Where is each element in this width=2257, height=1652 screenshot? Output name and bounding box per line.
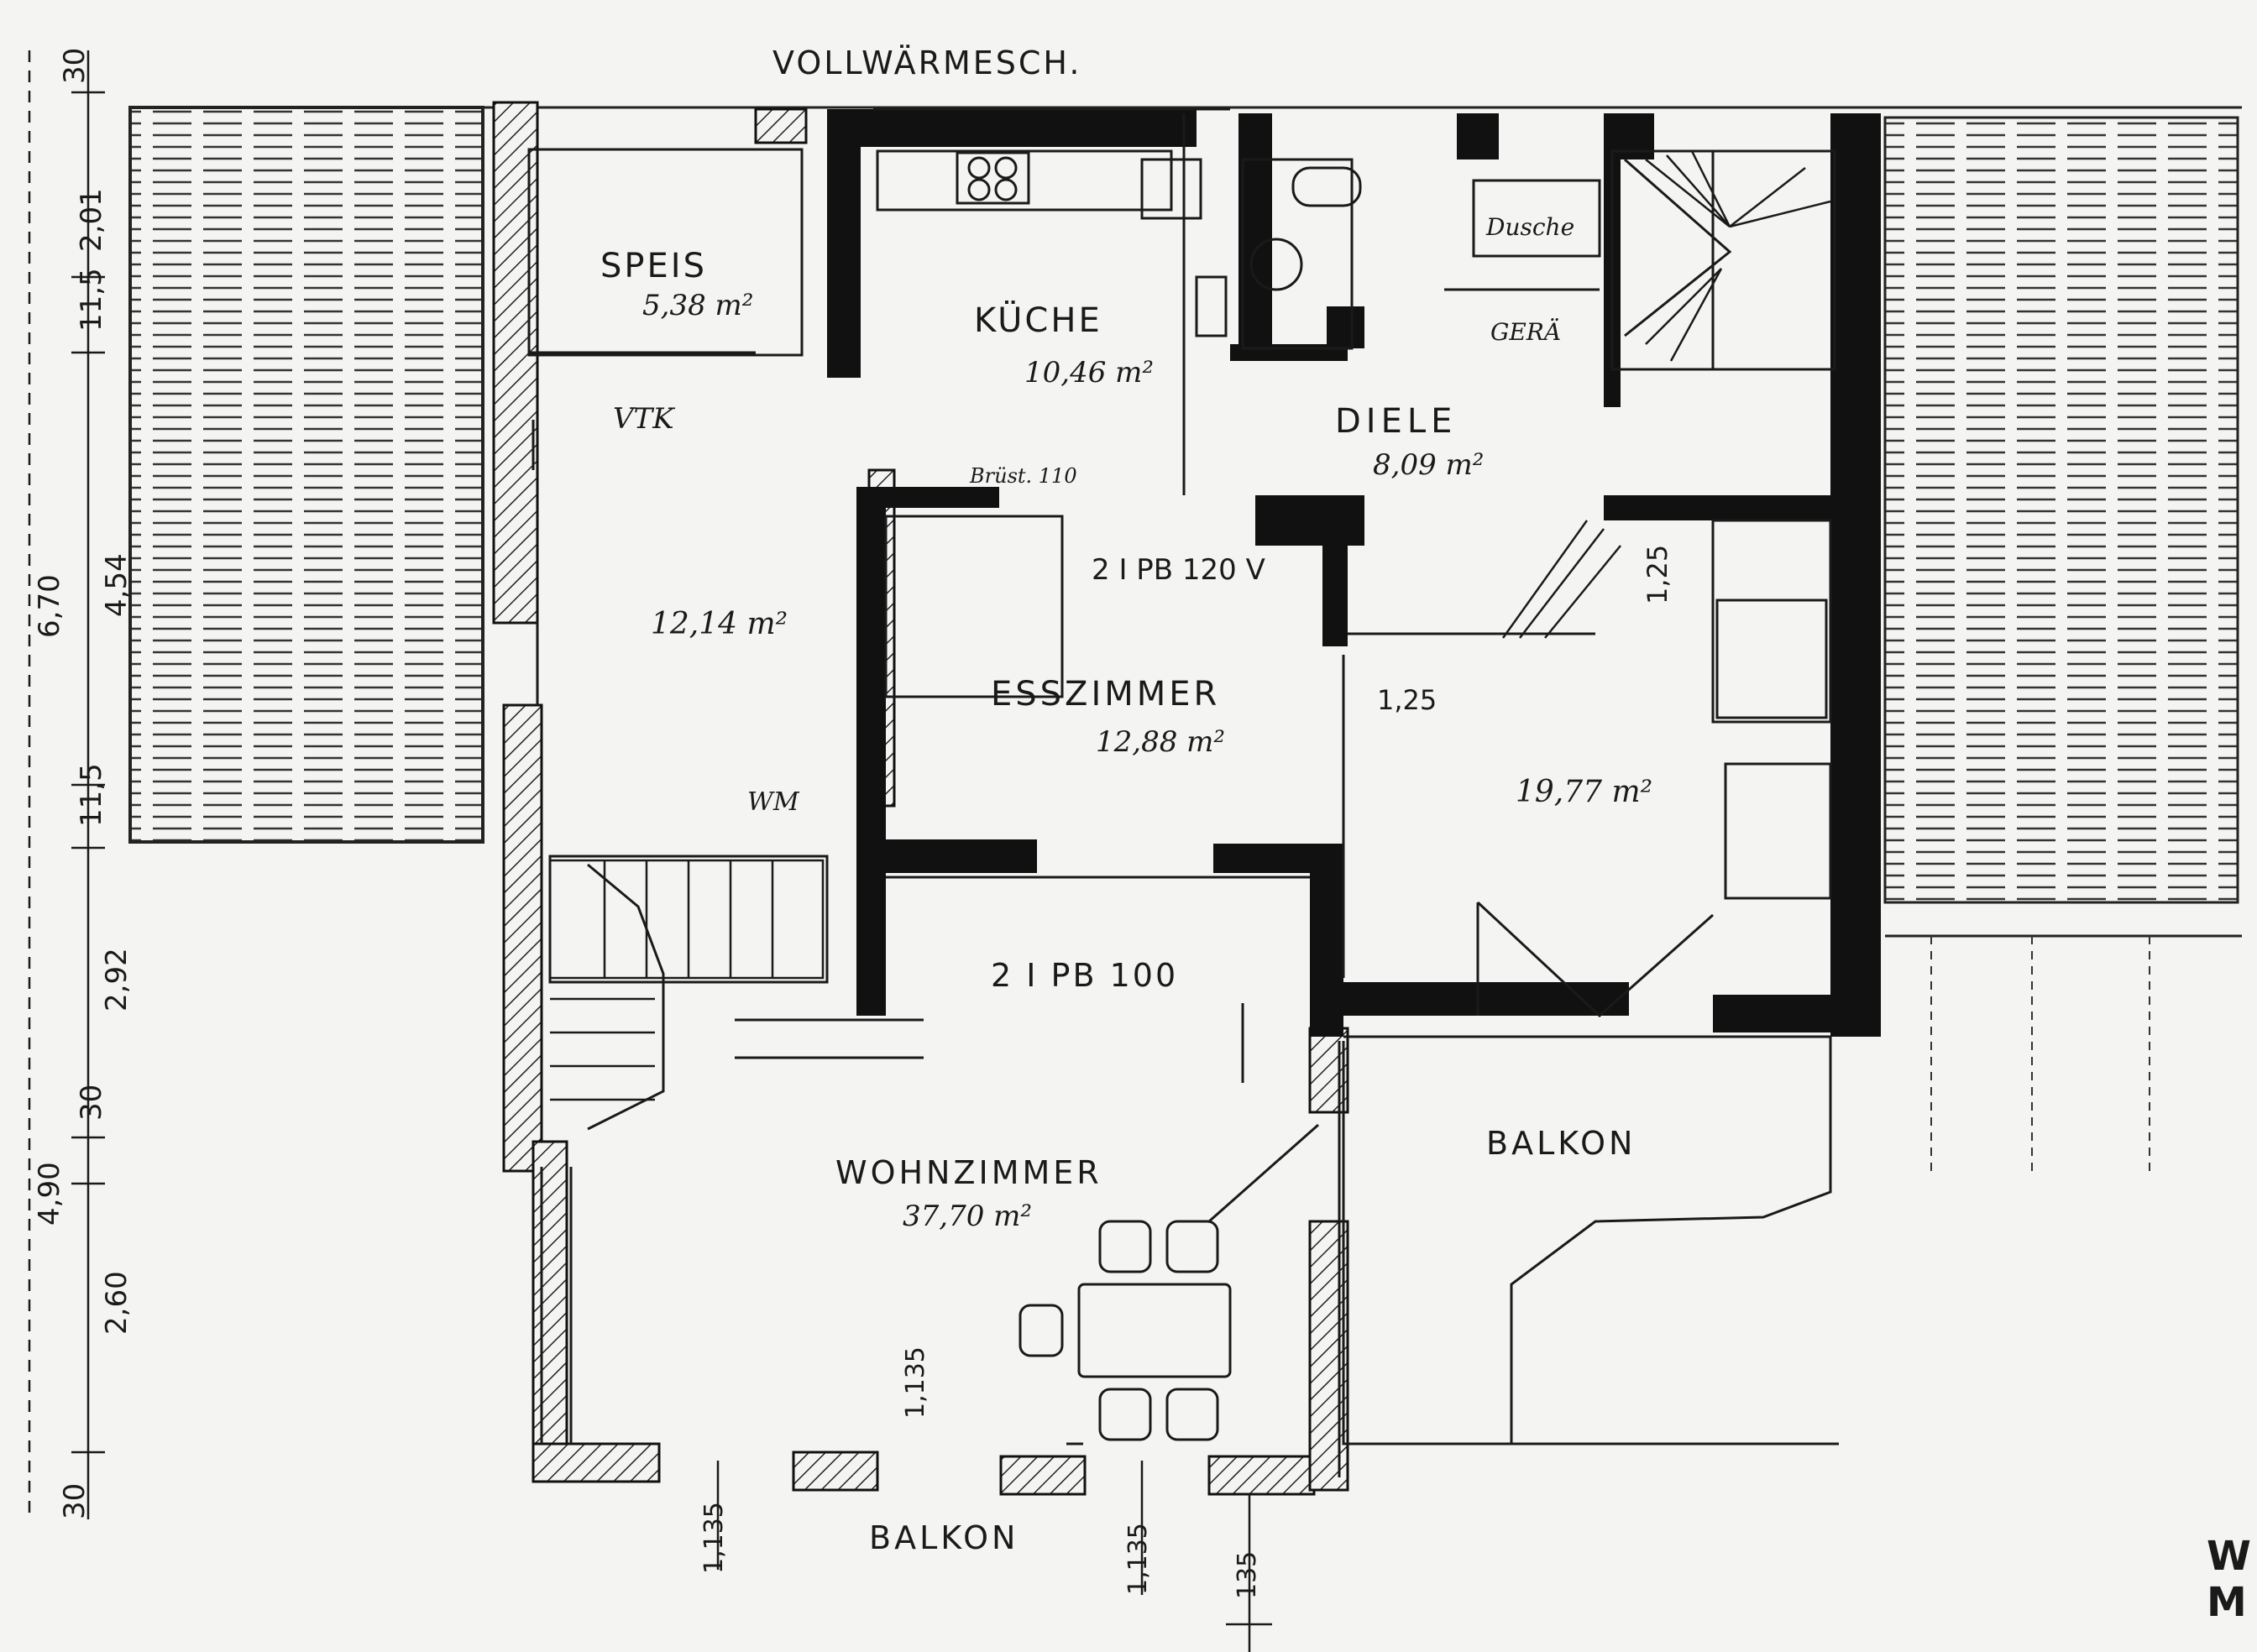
room-area-wohnzimmer: 37,70 m² (903, 1200, 1032, 1233)
dim-bottom-1: 1,135 (699, 1502, 729, 1574)
dim-bottom-0: 1,135 (901, 1346, 930, 1419)
bathroom-fixtures (1195, 166, 1362, 337)
fixture-vtk: VTK (613, 402, 676, 436)
dim-left-3: 4,54 (100, 553, 134, 617)
corner-mark-bottom: M (2207, 1579, 2247, 1626)
staircase-lower (548, 859, 825, 1101)
bottom-dimension-labels: 1,135 1,135 1,135 135 (699, 1346, 1262, 1599)
left-dimension-line (28, 50, 105, 1519)
room-name-wohnzimmer: WOHNZIMMER (835, 1154, 1102, 1191)
roof-left (128, 106, 2242, 844)
beam-label-120: 2 I PB 120 V (1092, 553, 1265, 587)
beam-label-100: 2 I PB 100 (991, 957, 1178, 994)
room-area-speis: 5,38 m² (642, 289, 753, 322)
corner-mark-top: W (2207, 1533, 2251, 1580)
dim-left-0: 30 (58, 48, 92, 84)
staircase-upper (1501, 150, 1831, 639)
balcony-label-south: BALKON (869, 1519, 1019, 1556)
dim-left-6: 30 (75, 1085, 108, 1121)
fixture-geraet: GERÄ (1490, 318, 1561, 346)
dim-left-5: 2,92 (100, 948, 134, 1012)
room-area-esszimmer: 12,88 m² (1096, 725, 1225, 759)
dim-left-2: 11,5 (75, 268, 108, 332)
room-area-zimmer: 19,77 m² (1516, 775, 1652, 809)
room-name-speis: SPEIS (600, 247, 707, 285)
dim-bottom-2: 1,135 (1123, 1523, 1153, 1595)
kitchen-stove (956, 151, 1030, 205)
interior-lines (527, 107, 1839, 1477)
room-name-esszimmer: ESSZIMMER (991, 675, 1220, 714)
dim-left-7: 2,60 (100, 1271, 134, 1335)
room-area-flur: 12,14 m² (651, 607, 788, 641)
roof-right (1883, 116, 2242, 1175)
dimension-inner-width: 1,25 (1377, 684, 1437, 716)
hatched-walls (492, 101, 1878, 1496)
wall-insulation-note: VOLLWÄRMESCH. (772, 44, 1081, 81)
room-name-diele: DIELE (1335, 402, 1457, 441)
fixture-wm: WM (747, 787, 800, 817)
dimension-inner-height: 1,25 (1642, 545, 1673, 604)
left-dimension-labels: 30 2,01 11,5 4,54 11,5 2,92 30 2,60 30 6… (33, 48, 134, 1519)
room-area-diele: 8,09 m² (1373, 448, 1484, 482)
dim-left-outer-0: 6,70 (33, 574, 66, 638)
fixture-dusche: Dusche (1485, 213, 1574, 241)
solid-walls (827, 109, 1881, 1037)
dining-furniture (1019, 1220, 1232, 1441)
dim-left-1: 2,01 (75, 188, 108, 252)
dim-left-4: 11,5 (75, 763, 108, 827)
room-name-kueche: KÜCHE (974, 300, 1102, 340)
dim-left-outer-1: 4,90 (33, 1162, 66, 1226)
room-area-kueche: 10,46 m² (1024, 356, 1154, 389)
dim-left-8: 30 (58, 1483, 92, 1519)
dim-bottom-3: 135 (1233, 1551, 1262, 1599)
balcony-label-east: BALKON (1486, 1125, 1636, 1162)
fixture-brust: Brüst. 110 (969, 464, 1077, 488)
bottom-dimension-ticks (716, 1461, 1272, 1652)
